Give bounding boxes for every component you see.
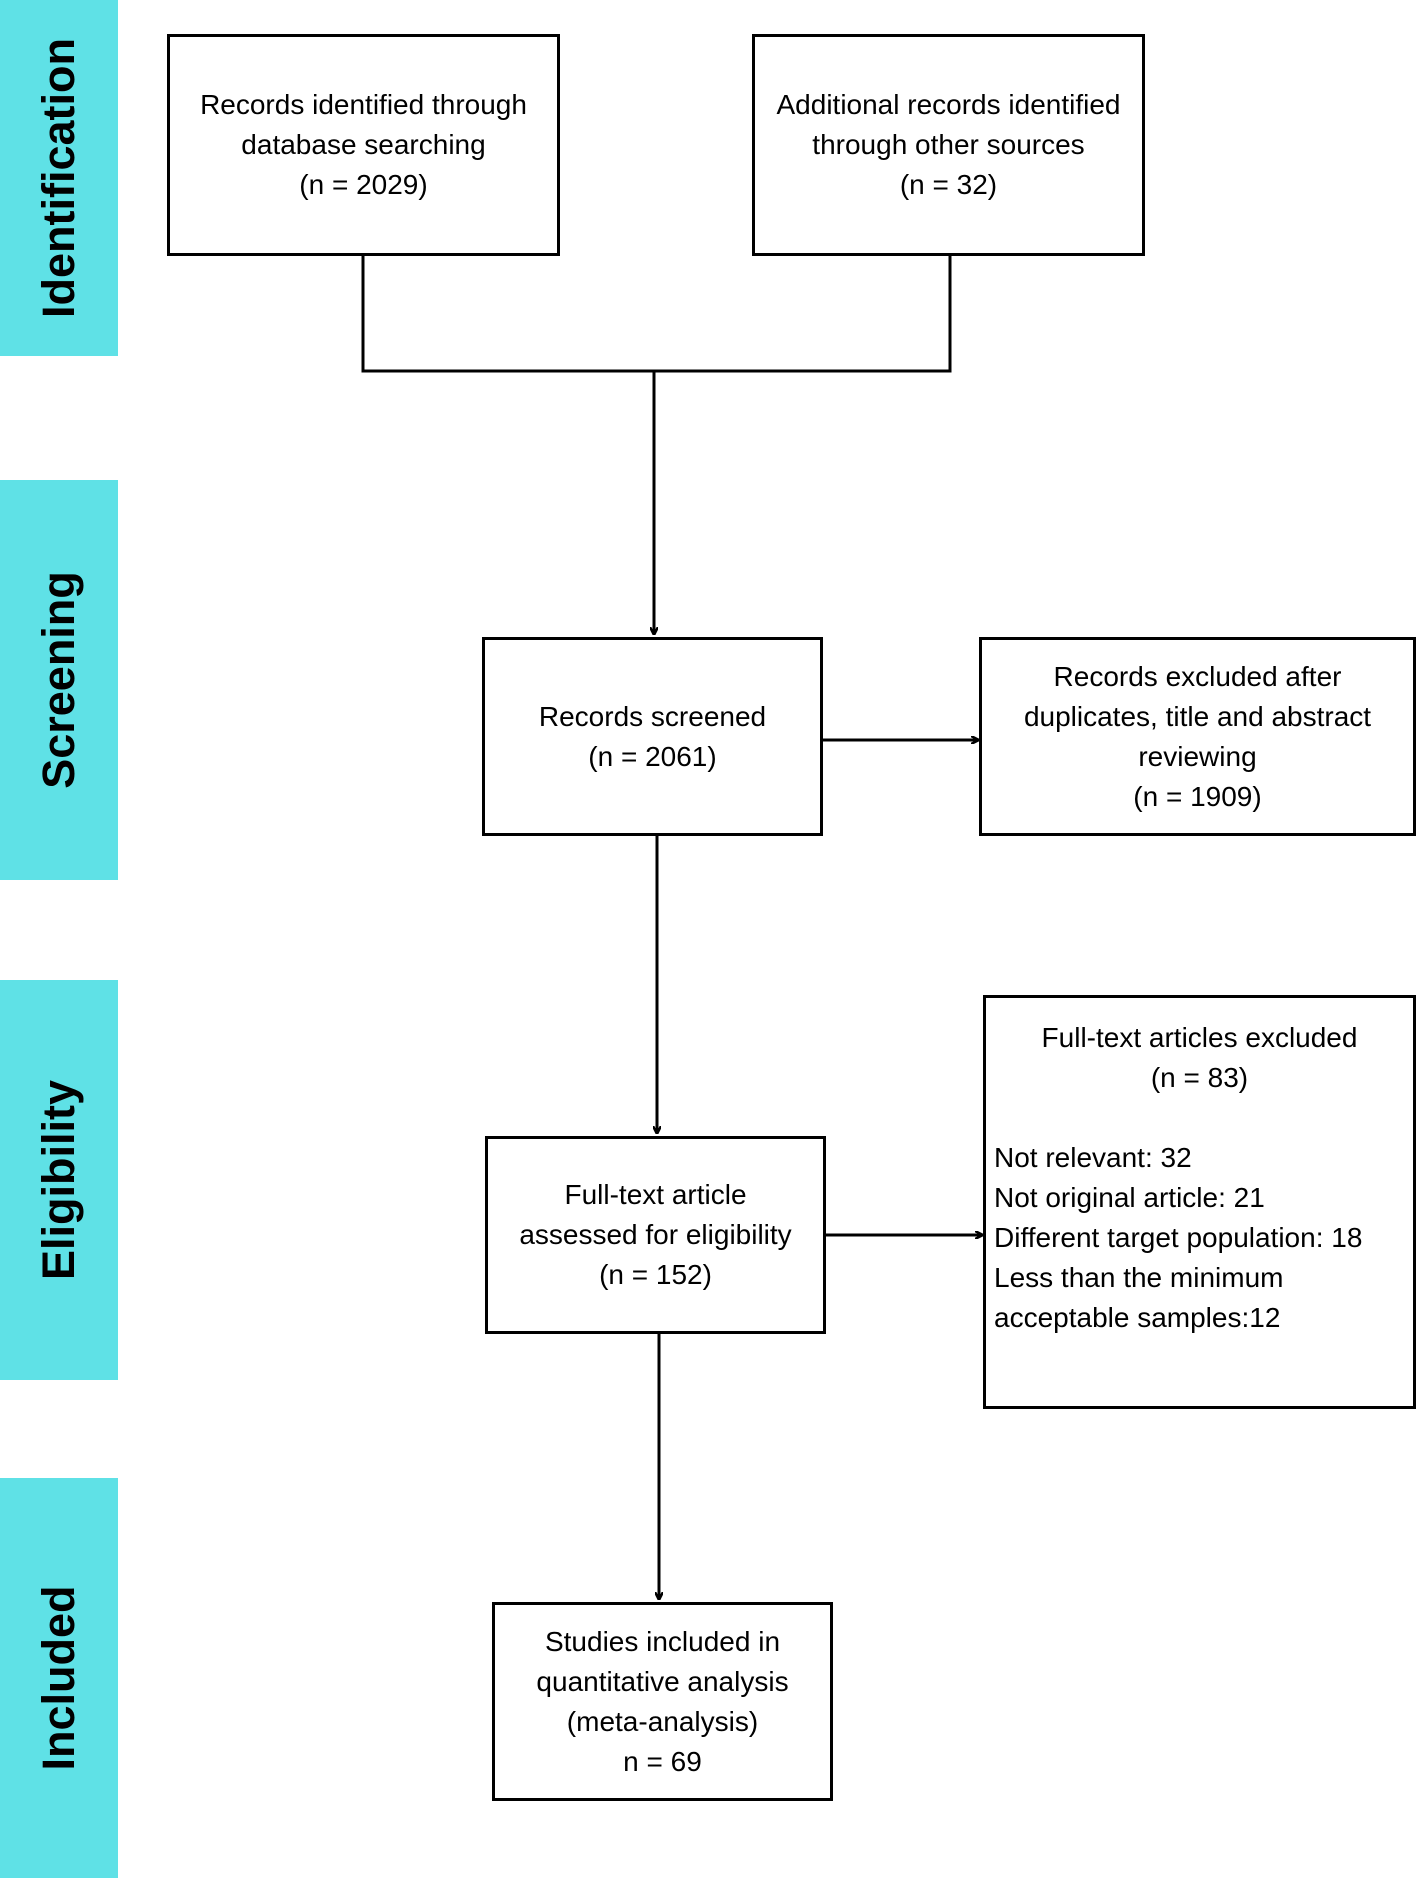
box-text: Full-text article: [564, 1179, 747, 1210]
box-text: duplicates, title and abstract: [1023, 700, 1372, 732]
box-other-sources: Additional records identified through ot…: [752, 34, 1145, 256]
box-text: Studies included in: [544, 1625, 781, 1657]
box-text: Records screened: [538, 700, 767, 732]
box-text: Records excluded after: [1053, 660, 1342, 692]
box-text: (meta-analysis): [566, 1705, 759, 1737]
exclusion-reason: acceptable samples:12: [994, 1302, 1281, 1333]
exclusion-reason: Less than the minimum: [994, 1262, 1284, 1293]
merge-connector: [361, 254, 952, 373]
box-count: (n = 2061): [588, 740, 717, 772]
box-count: (n = 83): [1150, 1062, 1249, 1093]
box-count: (n = 1909): [1133, 780, 1262, 812]
exclusion-reason: Not original article: 21: [994, 1182, 1265, 1213]
exclusion-reason: Different target population: 18: [994, 1222, 1363, 1253]
box-text: Records identified through: [200, 89, 527, 120]
box-count: n = 69: [623, 1745, 702, 1777]
box-fulltext-excluded: Full-text articles excluded (n = 83) Not…: [983, 995, 1416, 1409]
box-text: Additional records identified: [776, 89, 1121, 120]
box-spacer: [986, 1098, 1413, 1138]
box-count: (n = 32): [899, 169, 998, 200]
stage-identification: Identification: [0, 0, 118, 356]
box-text: database searching: [241, 129, 486, 160]
box-text: assessed for eligibility: [519, 1219, 792, 1250]
box-count: (n = 2029): [299, 169, 428, 200]
box-count: (n = 152): [599, 1259, 712, 1290]
box-text: reviewing: [1138, 740, 1257, 772]
stage-screening: Screening: [0, 480, 118, 880]
box-records-screened: Records screened (n = 2061): [482, 637, 823, 836]
box-header: Full-text articles excluded: [1041, 1022, 1358, 1053]
stage-eligibility: Eligibility: [0, 980, 118, 1380]
stage-included: Included: [0, 1478, 118, 1878]
box-text: quantitative analysis: [536, 1665, 789, 1697]
box-database-records: Records identified through database sear…: [167, 34, 560, 256]
exclusion-reason: Not relevant: 32: [994, 1142, 1192, 1173]
box-records-excluded: Records excluded after duplicates, title…: [979, 637, 1416, 836]
box-fulltext-assessed: Full-text article assessed for eligibili…: [485, 1136, 826, 1334]
box-studies-included: Studies included in quantitative analysi…: [492, 1602, 833, 1801]
box-text: through other sources: [812, 129, 1085, 160]
